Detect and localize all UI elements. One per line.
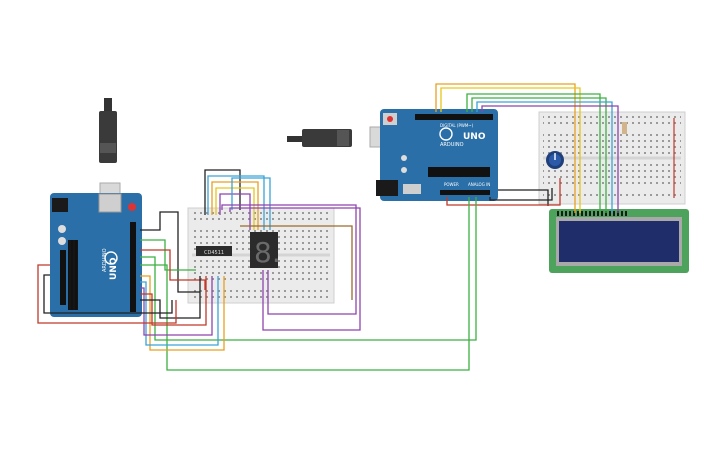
infinity-logo-icon-top xyxy=(439,127,453,141)
lcd-display[interactable] xyxy=(549,209,689,273)
ic-part-label: CD4511 xyxy=(204,250,224,256)
potentiometer[interactable] xyxy=(546,151,564,169)
top-board-analog-label: ANALOG IN xyxy=(468,182,490,187)
lcd-screen xyxy=(559,221,679,262)
left-board-model-label: UNO xyxy=(109,257,119,280)
usb-cable-left xyxy=(99,98,121,198)
ic-chip[interactable]: CD4511 xyxy=(196,246,232,256)
infinity-logo-icon xyxy=(104,251,118,265)
usb-cable-top xyxy=(287,126,395,148)
arduino-top[interactable]: DIGITAL (PWM~) UNO ARDUINO POWER ANALOG … xyxy=(287,109,498,201)
wires[interactable] xyxy=(37,83,619,371)
seven-segment-digit: 8. xyxy=(254,236,281,269)
seven-segment-display[interactable]: 8. xyxy=(250,232,281,269)
lcd-header-pins xyxy=(557,211,629,216)
top-board-digital-label: DIGITAL (PWM~) xyxy=(440,123,474,128)
top-board-brand-label: ARDUINO xyxy=(440,142,464,148)
top-board-power-label: POWER xyxy=(444,182,459,187)
resistor[interactable] xyxy=(622,122,627,134)
top-board-model-label: UNO xyxy=(463,132,486,142)
arduino-left[interactable]: UNO ARDUINO xyxy=(50,98,142,317)
